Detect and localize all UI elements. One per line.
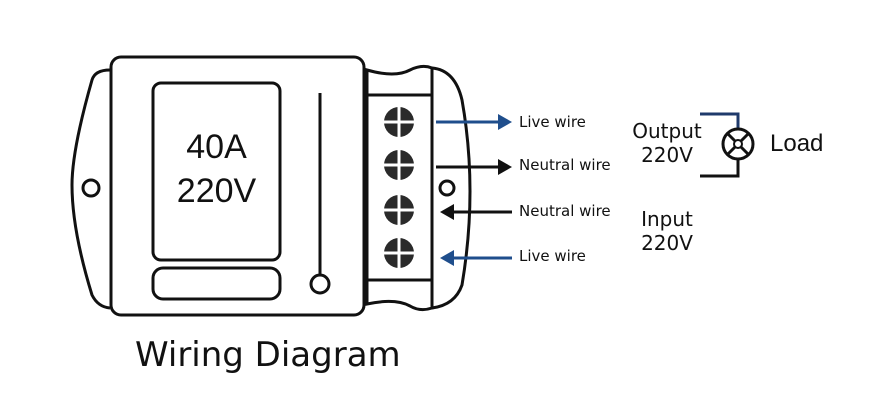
- diagram-title: Wiring Diagram: [135, 335, 401, 375]
- output-voltage: 220V: [641, 143, 693, 167]
- terminal-screw: [384, 150, 414, 180]
- right-mounting-ear: [431, 66, 472, 310]
- terminal-screw: [384, 195, 414, 225]
- name-plate-slot: [151, 266, 282, 301]
- output-label: Output 220V: [622, 119, 712, 167]
- wire-arrow-out: [436, 114, 512, 130]
- terminal-screw: [384, 238, 414, 268]
- input-title: Input: [641, 207, 693, 231]
- voltage-rating: 220V: [176, 172, 257, 210]
- wire-arrow-out: [436, 159, 512, 175]
- input-label: Input 220V: [622, 207, 712, 255]
- wire-label-live-in: Live wire: [519, 247, 586, 265]
- rating-panel: [151, 81, 282, 262]
- terminal-block-outline: [365, 64, 434, 312]
- wire-arrow-in: [440, 204, 512, 220]
- indicator-led: [309, 273, 331, 295]
- wire-label-neutral-in: Neutral wire: [519, 202, 611, 220]
- wire-arrow-in: [440, 250, 512, 266]
- terminal-screw: [384, 107, 414, 137]
- left-mounting-hole: [81, 178, 101, 198]
- output-wire-top: [700, 112, 740, 128]
- output-wire-bottom: [700, 160, 740, 178]
- wire-label-live-out: Live wire: [519, 113, 586, 131]
- lamp-icon: [721, 127, 755, 161]
- current-rating: 40A: [186, 128, 247, 166]
- right-mounting-hole: [438, 179, 456, 197]
- wire-label-neutral-out: Neutral wire: [519, 156, 611, 174]
- input-voltage: 220V: [641, 231, 693, 255]
- load-label: Load: [770, 130, 824, 157]
- output-title: Output: [632, 119, 702, 143]
